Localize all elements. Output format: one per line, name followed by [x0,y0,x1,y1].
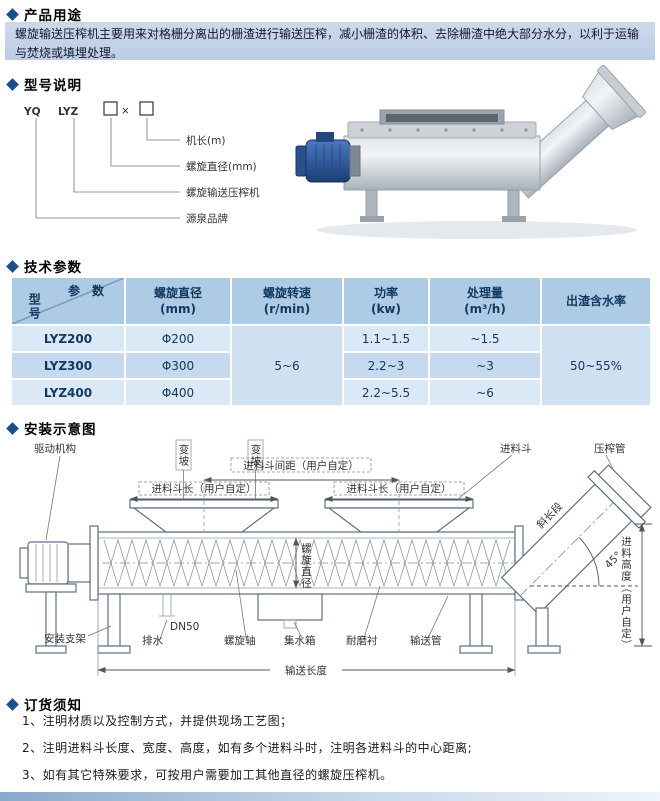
product-photo [295,64,646,239]
label-hopper: 进料斗 [500,442,532,455]
label-conveying-length: 输送长度 [285,664,327,677]
diamond-icon [6,7,19,21]
model-code-diagram: YQ LYZ × 机长(m) 螺旋直径(mm) 螺旋输送压榨机 源泉品牌 [23,101,260,225]
col-header-line: (r/min) [263,302,311,316]
label-drain: 排水 [142,634,163,647]
col-header-diameter: 螺旋直径 (mm) [124,276,232,326]
cell-model: LYZ300 [10,351,126,380]
support-legs [360,189,526,222]
order-note-item: 2、注明进料斗长度、宽度、高度，如有多个进料斗时，注明各进料斗的中心距离; [22,741,473,755]
slope-marker-box [175,439,192,471]
photo-shadow [317,221,637,239]
corner-cell: 参数 型号 [10,276,126,326]
cell-power: 1.1~1.5 [342,324,430,353]
cell-power: 2.2~3 [342,351,430,380]
label-drive: 驱动机构 [34,442,76,455]
label-screw-diameter: 螺旋直径 [300,543,312,589]
section-header-order: 订货须知 [6,694,82,714]
cell-capacity: ~1.5 [428,324,542,353]
col-header-line: 功率 [373,285,398,300]
spec-table: 参数 型号 螺旋直径 (mm) 螺旋转速 (r/min) 功率 (kw) 处理量 [10,276,652,407]
diamond-icon [6,77,19,91]
cell-moisture-merged: 50~55% [540,324,652,407]
cell-power: 2.2~5.5 [342,378,430,407]
section-title-order: 订货须知 [24,698,82,714]
incline-pipe [500,464,652,616]
label-hopper-length: 进料斗长（用户自定） [152,482,257,495]
col-header-line: 处理量 [466,285,503,300]
cell-model: LYZ400 [10,378,126,407]
label-slope: 变坡 [178,443,190,467]
table-row: LYZ200 Φ200 5~6 1.1~1.5 ~1.5 50~55% [10,324,652,407]
dimension-lines [97,457,652,678]
usage-description: 螺旋输送压榨机主要用来对格栅分离出的栅渣进行输送压榨，减小栅渣的体积、去除栅渣中… [5,22,655,60]
model-callout-brand: 源泉品牌 [186,212,228,225]
label-slope: 变坡 [250,443,262,467]
corner-model-label: 型号 [27,293,42,321]
cell-diameter: Φ200 [124,324,232,353]
leader-lines [45,454,614,640]
label-hopper-spacing: 进料斗间距（用户自定） [243,459,359,472]
col-header-moisture: 出渣含水率 [540,276,652,326]
model-callout-length: 机长(m) [186,134,225,147]
model-times-sign: × [121,105,130,117]
order-note-item: 1、注明材质以及控制方式，并提供现场工艺图； [22,714,293,728]
section-title-usage: 产品用途 [24,8,82,24]
spec-header-row: 参数 型号 螺旋直径 (mm) 螺旋转速 (r/min) 功率 (kw) 处理量 [10,276,652,326]
table-row: LYZ300 Φ300 2.2~3 ~3 [10,351,651,380]
label-press-pipe: 压榨管 [594,442,626,455]
label-hopper-length: 进料斗长（用户自定） [347,482,452,495]
order-note-item: 3、如有其它特殊要求，可按用户需要加工其他直径的螺旋压榨机。 [22,768,393,782]
label-bracket: 安装支架 [44,632,86,645]
col-header-speed: 螺旋转速 (r/min) [230,276,344,326]
feed-hoppers [129,499,474,533]
model-connector-lines [35,118,180,219]
order-notes: 1、注明材质以及控制方式，并提供现场工艺图； 2、注明进料斗长度、宽度、高度，如… [8,712,652,793]
label-water-tank: 集水箱 [284,634,316,647]
cell-capacity: ~6 [428,378,542,407]
col-header-capacity: 处理量 (m³/h) [428,276,542,326]
col-header-line: (m³/h) [464,302,506,316]
left-end-plate [89,525,99,601]
corner-param-label: 参数 [67,284,116,298]
model-brand-code: YQ [23,106,41,118]
col-header-line: 螺旋直径 [153,285,202,300]
section-header-specs: 技术参数 [6,256,82,276]
section-header-install: 安装示意图 [6,418,97,438]
model-placeholder-boxes [103,101,154,116]
drive-motor [295,132,361,183]
col-header-line: (kw) [370,302,402,316]
supports-and-tank [97,593,561,654]
col-header-power: 功率 (kw) [342,276,430,326]
section-header-model: 型号说明 [6,74,82,94]
cell-model: LYZ200 [10,324,126,353]
diamond-icon [6,697,19,711]
col-header-line: 螺旋转速 [262,285,311,300]
label-wear-liner: 耐磨衬 [346,634,378,647]
cell-speed-merged: 5~6 [230,324,344,407]
diamond-icon [6,421,19,435]
footer-gradient-bar [0,792,660,801]
label-feed-height: 进料高度（用户自定） [620,536,632,651]
label-screw-shaft: 螺旋轴 [224,634,256,647]
slope-marker-box [247,439,264,471]
conveyor-body [343,109,541,191]
installation-diagram: 驱动机构 变坡 变坡 进料斗间距（用户自定） 进料斗长（用户自定） 进料斗长（用… [19,439,652,678]
label-conveying-pipe: 输送管 [410,634,442,647]
label-dn50: DN50 [170,621,199,633]
drive-unit [19,541,91,654]
table-row: LYZ400 Φ400 2.2~5.5 ~6 [10,378,651,407]
cell-diameter: Φ400 [124,378,232,407]
section-title-install: 安装示意图 [24,422,97,438]
model-callout-diameter: 螺旋直径(mm) [186,160,257,173]
section-title-model: 型号说明 [24,78,82,94]
model-series-code: LYZ [58,106,79,118]
cell-diameter: Φ300 [124,351,232,380]
diamond-icon [6,259,19,273]
section-header-usage: 产品用途 [6,4,82,24]
col-header-line: (mm) [160,302,196,316]
section-title-specs: 技术参数 [24,260,82,276]
cell-capacity: ~3 [428,351,542,380]
model-callout-machine: 螺旋输送压榨机 [186,186,260,199]
